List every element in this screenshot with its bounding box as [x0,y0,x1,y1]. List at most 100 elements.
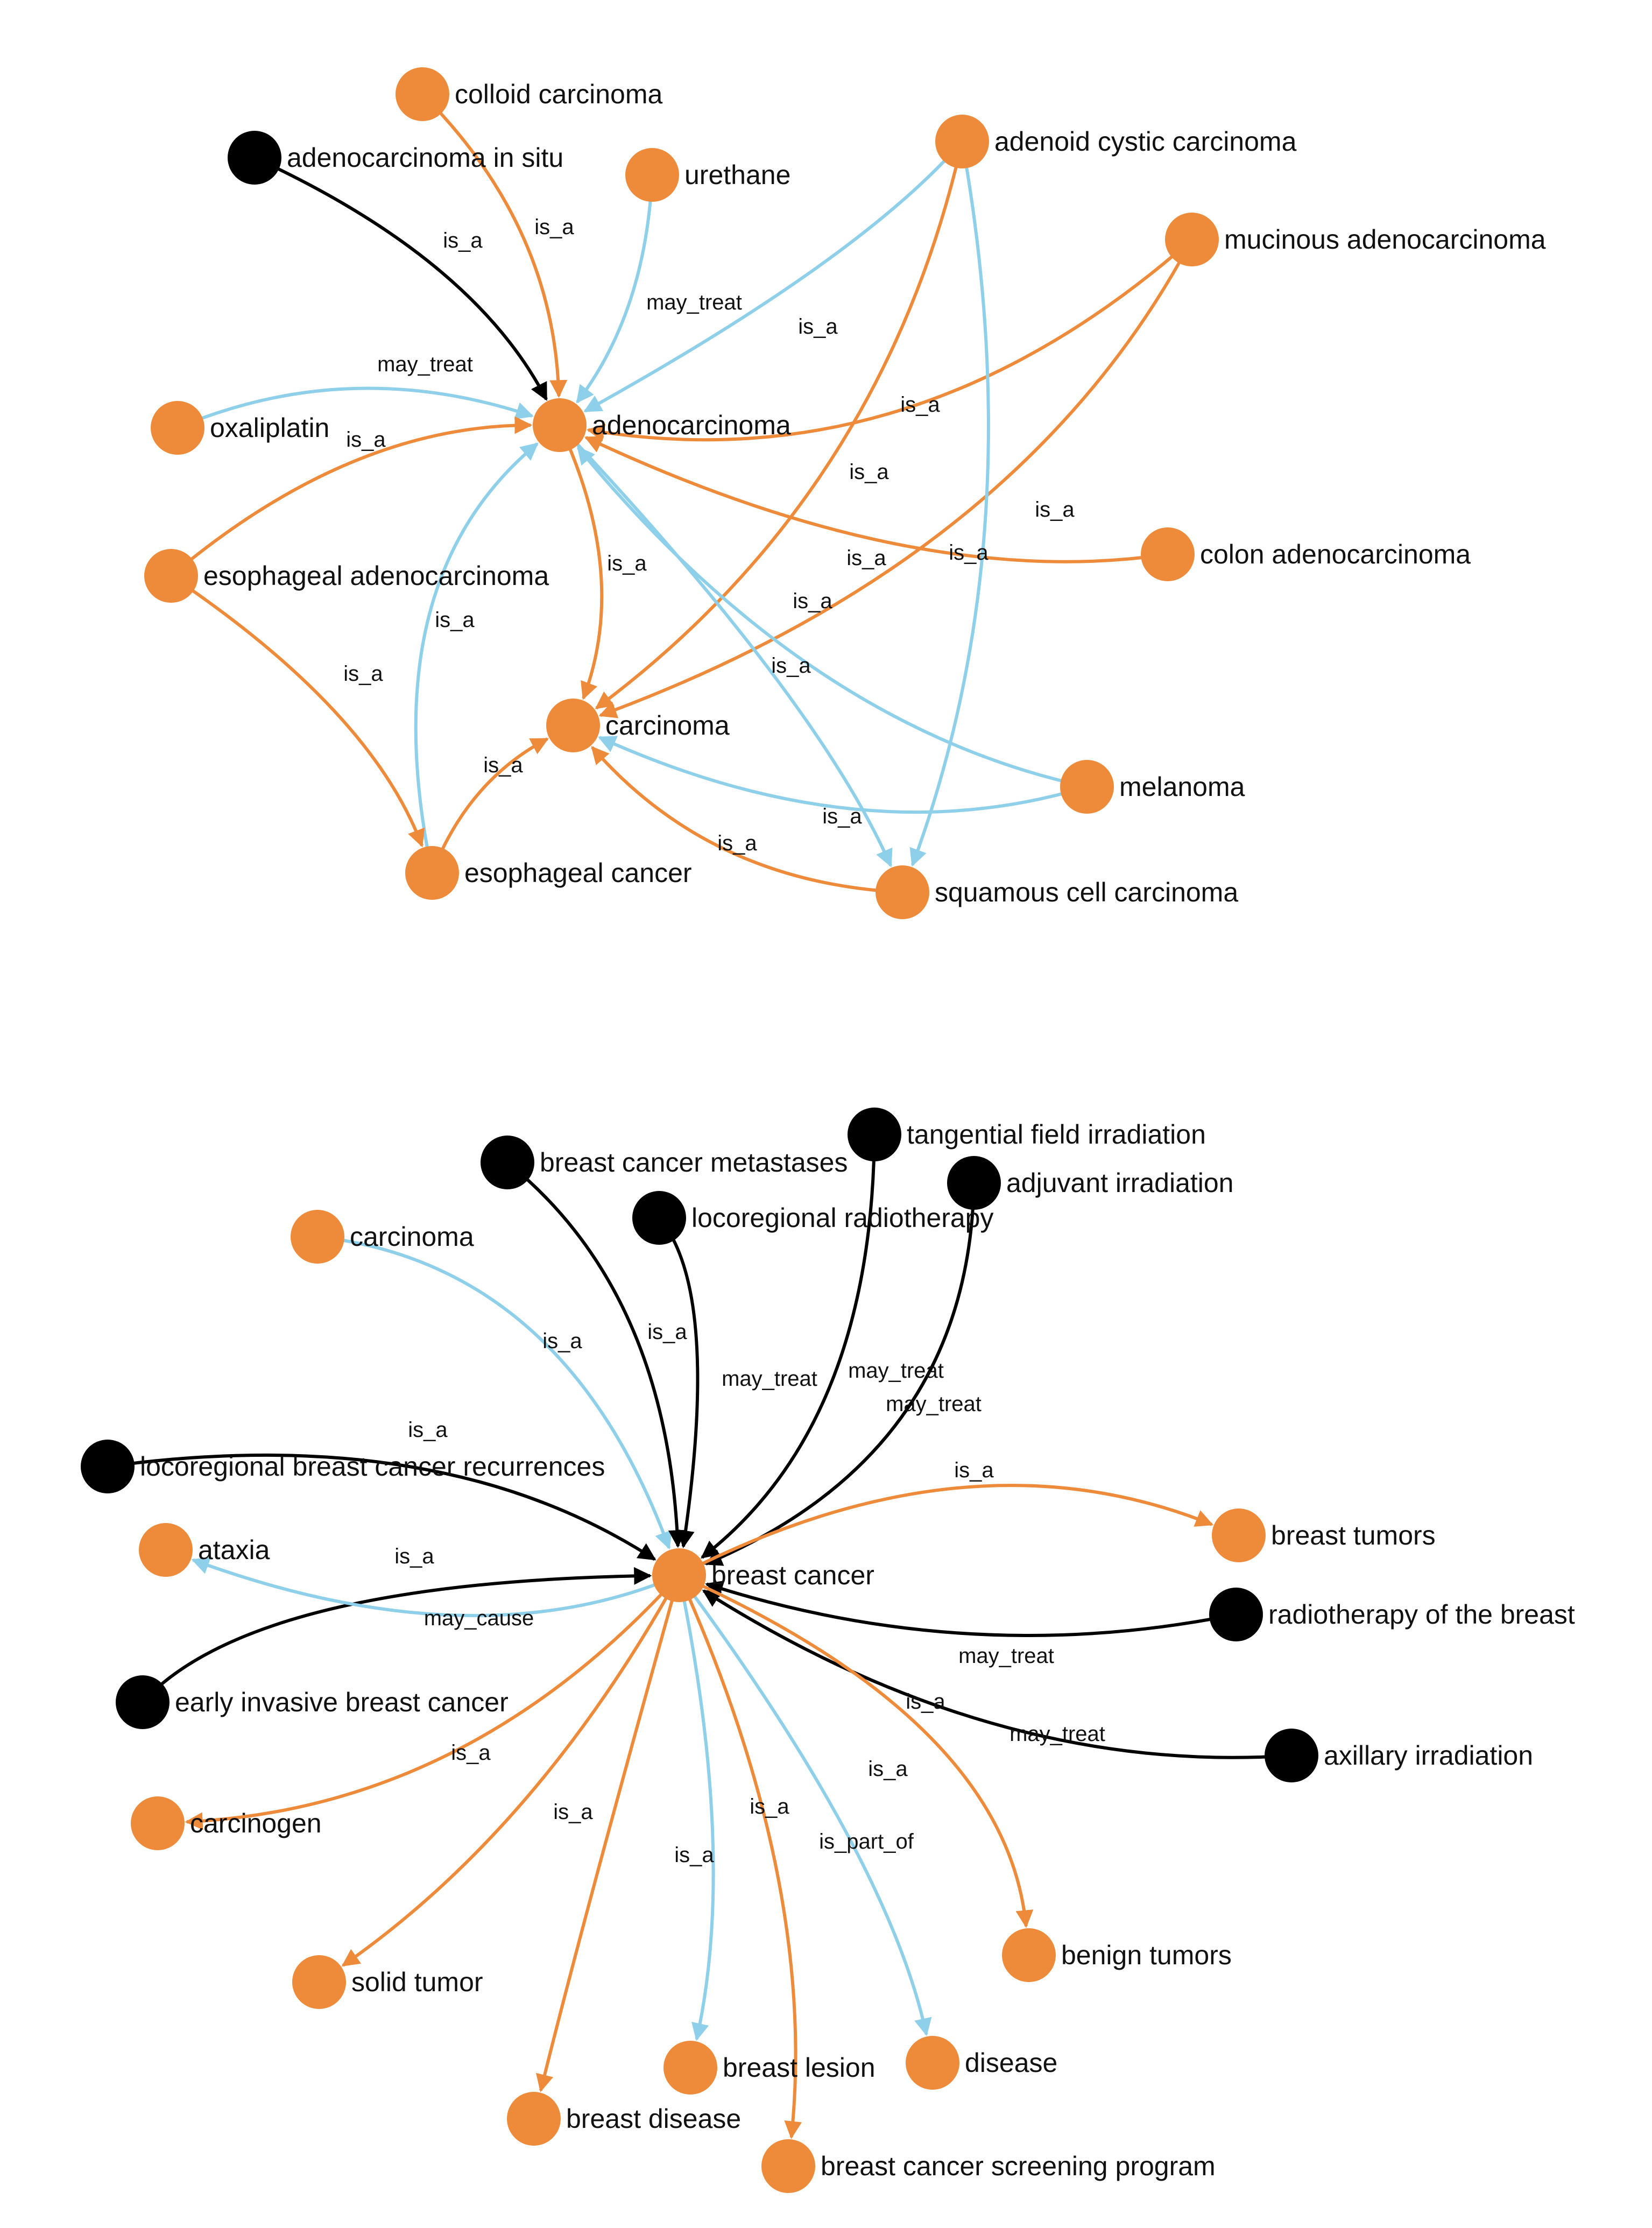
edge-adeno-carcinoma [558,424,604,700]
edge-label: is_part_of [819,1830,914,1853]
edge-label: is_a [451,1741,491,1765]
edge-esocancer-adeno [414,442,539,873]
edge-label: is_a [346,428,386,452]
edge-urethane-adeno [576,174,654,404]
node-label-mucinous: mucinous adenocarcinoma [1224,224,1546,255]
edge-rtb-bc [705,1580,1237,1637]
edge-label: is_a [408,1418,448,1442]
node-lesion [663,2041,717,2095]
node-oxaliplatin [151,401,204,455]
edge-label: may_treat [848,1359,944,1383]
edge-melanoma-carcinoma [598,736,1088,814]
edge-axillary-bc [702,1589,1292,1759]
node-bcsp [761,2139,815,2193]
node-ais [228,131,281,185]
edge-label: is_a [483,753,523,777]
node-label-rtb: radiotherapy of the breast [1268,1599,1575,1630]
node-label-melanoma: melanoma [1119,772,1245,802]
edge-label: is_a [949,541,989,565]
node-label-lrrt: locoregional radiotherapy [691,1203,993,1233]
node-label-adenoid: adenoid cystic carcinoma [994,126,1297,157]
node-label-axillary: axillary irradiation [1324,1740,1533,1771]
edge-bc-lesion [677,1575,715,2041]
node-label-oxaliplatin: oxaliplatin [210,413,329,443]
node-benign [1002,1928,1056,1982]
edge-bc-ataxia [191,1557,680,1617]
adenocarcinoma-graph: is_ais_amay_treatis_amay_treatis_ais_ais… [144,67,1546,919]
edge-label: is_a [435,608,475,632]
node-label-tfi: tangential field irradiation [907,1119,1206,1150]
edge-label: may_treat [722,1367,817,1391]
edge-bc-benign [678,1574,1034,1928]
edge-melanoma-adeno [576,446,1088,788]
node-label-colon: colon adenocarcinoma [1200,539,1471,569]
edge-label: is_a [1035,498,1075,521]
node-label-colloid: colloid carcinoma [455,79,662,109]
edge-lrrt-bc [658,1217,700,1548]
edge-label: is_a [717,831,757,855]
edge-lbcr-bc [107,1453,656,1561]
node-label-carcinogen: carcinogen [190,1808,322,1838]
node-label-bcsp: breast cancer screening program [821,2151,1216,2181]
node-urethane [625,148,679,202]
node-label-benign: benign tumors [1061,1940,1232,1970]
node-scc [876,865,929,919]
edge-adenoid-scc [909,141,990,867]
node-adeno [533,398,587,452]
edge-oxaliplatin-adeno [177,386,534,429]
node-label-esocancer: esophageal cancer [464,858,692,888]
node-tumors [1212,1508,1266,1562]
node-label-adjuvant: adjuvant irradiation [1006,1168,1234,1198]
edge-ais-adeno [253,156,548,401]
edge-label: is_a [647,1320,687,1344]
node-melanoma [1060,760,1114,814]
edge-scc-carcinoma [591,746,903,894]
node-adjuvant [947,1156,1001,1210]
edge-bc-bdisease [536,1575,681,2092]
edge-label: is_a [443,229,483,252]
node-ataxia [139,1523,193,1577]
edge-colon-adeno [584,436,1168,563]
edge-label: may_treat [377,352,473,376]
node-adenoid [935,115,989,168]
edge-label: is_a [954,1458,994,1482]
node-label-carcinoma: carcinoma [605,710,730,741]
node-colloid [396,67,449,121]
node-esoadeno [144,549,198,603]
node-eibc [116,1675,170,1729]
node-colon [1141,527,1195,581]
node-disease [906,2036,959,2090]
node-lbcr [81,1440,135,1493]
node-label-bcm: breast cancer metastases [540,1147,848,1178]
node-rtb [1209,1588,1263,1641]
edge-label: is_a [900,393,940,417]
node-label-scc: squamous cell carcinoma [935,877,1238,907]
node-label-tumors: breast tumors [1271,1520,1436,1550]
edge-label: is_a [534,215,574,239]
edge-label: may_treat [886,1392,982,1416]
edge-label: may_treat [1009,1722,1105,1746]
node-label-esoadeno: esophageal adenocarcinoma [203,561,549,591]
edge-eibc-bc [141,1567,652,1704]
edge-adjuvant-bc [704,1182,976,1566]
edge-label: is_a [607,552,647,575]
edge-label: is_a [343,662,383,686]
edge-label: is_a [674,1843,714,1867]
edge-colloid-adeno [421,93,568,398]
edge-label: is_a [846,546,886,570]
edge-label: is_a [868,1757,908,1781]
node-label-solid: solid tumor [351,1967,483,1997]
node-label-ais: adenocarcinoma in situ [287,143,563,173]
edge-bc-disease [677,1574,932,2036]
edge-carc2-bc [317,1235,672,1550]
edge-adeno-scc [558,424,893,868]
edge-label: is_a [771,654,811,678]
edge-label: may_cause [424,1606,534,1630]
node-carcinogen [131,1796,185,1850]
node-carc2 [291,1210,344,1264]
edge-mucinous-adeno [587,238,1193,442]
edge-label: is_a [849,460,889,484]
edge-bc-bcsp [677,1574,802,2139]
